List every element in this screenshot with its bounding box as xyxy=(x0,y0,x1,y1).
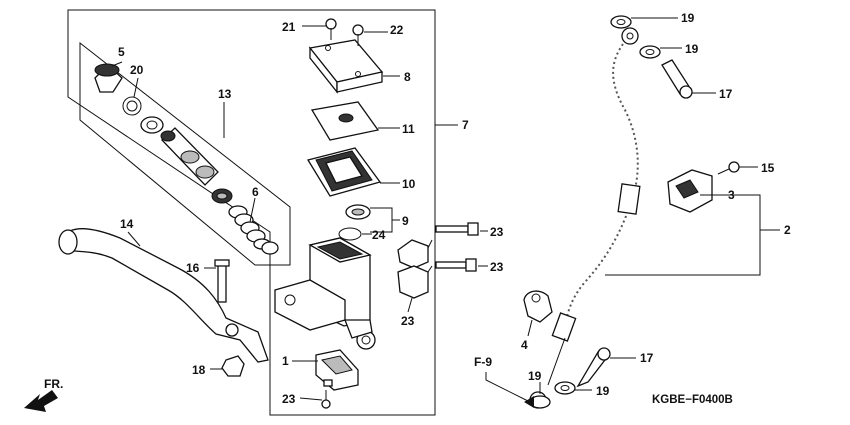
callout-22: 23 xyxy=(282,392,296,406)
washer-part-19-top xyxy=(610,15,632,29)
o-ring-part-24 xyxy=(338,227,362,241)
callout-20: 20 xyxy=(130,63,144,77)
callout-14: 14 xyxy=(120,217,134,231)
callout-19-upper: 19 xyxy=(685,42,699,56)
callout-12: 11 xyxy=(402,122,415,136)
callout-13: 13 xyxy=(218,87,232,101)
callout-15: 15 xyxy=(761,161,775,175)
callout-16: 16 xyxy=(186,261,200,275)
screw-part-21-left xyxy=(325,18,337,40)
callout-9: 23 xyxy=(401,314,415,328)
callout-10: 9 xyxy=(402,214,409,228)
callout-19-top: 19 xyxy=(681,11,695,25)
callout-23-upper: 23 xyxy=(490,225,504,239)
screw-part-22 xyxy=(321,390,331,409)
oil-bolt-part-17-upper xyxy=(661,59,693,99)
callout-17-lower: 17 xyxy=(640,351,654,365)
reference-arrow-line xyxy=(485,372,531,403)
front-arrow-icon xyxy=(24,390,58,412)
cup-part xyxy=(211,188,233,204)
front-direction-indicator: FR. xyxy=(24,377,63,412)
reference-label: F-9 xyxy=(474,355,492,369)
washer-part-19-lower-right xyxy=(554,381,576,395)
piston-kit-group-frame xyxy=(79,41,291,266)
brake-lever-part-14 xyxy=(58,228,269,363)
circlip-part-20 xyxy=(122,96,142,116)
brake-switch-part-1 xyxy=(315,349,359,391)
washer-part xyxy=(140,116,164,134)
callout-7: 7 xyxy=(462,118,469,132)
diaphragm-part-11 xyxy=(306,147,382,197)
brake-hose-part-2 xyxy=(529,27,642,409)
master-cylinder-group-frame xyxy=(67,9,436,416)
float-part-10 xyxy=(345,204,371,220)
nut-part-18 xyxy=(221,355,245,377)
callout-19-lower-left: 19 xyxy=(528,369,542,383)
callout-1: 1 xyxy=(282,354,289,368)
hose-clamp-part-3 xyxy=(667,169,713,213)
piston-part xyxy=(160,127,219,186)
callout-18: 18 xyxy=(192,363,206,377)
callout-11: 10 xyxy=(402,177,416,191)
callout-21-right: 22 xyxy=(390,23,404,37)
callout-6: 6 xyxy=(252,185,259,199)
leader-lines xyxy=(111,17,780,401)
oil-bolt-part-17-lower xyxy=(576,347,611,388)
callout-24: 24 xyxy=(372,228,386,242)
master-cylinder-body-part-7 xyxy=(274,237,376,350)
plate-part-12 xyxy=(310,101,380,141)
callout-5: 5 xyxy=(118,45,125,59)
pivot-bolt-part-16 xyxy=(214,259,230,303)
callout-4: 4 xyxy=(521,338,528,352)
callout-17-upper: 17 xyxy=(719,87,733,101)
boot-part-5 xyxy=(94,63,123,93)
washer-part-19-upper xyxy=(639,45,661,59)
spring-seat-part xyxy=(261,241,279,255)
diagram-code: KGBE−F0400B xyxy=(652,394,733,406)
callout-8: 8 xyxy=(404,70,411,84)
holder-part-9 xyxy=(397,239,429,299)
reservoir-cap-part-8 xyxy=(308,39,384,94)
bolt-part-23-lower xyxy=(435,258,477,272)
callout-23-lower: 23 xyxy=(490,260,504,274)
bolt-part-15 xyxy=(717,161,740,175)
callout-21-left: 21 xyxy=(282,20,296,34)
front-label: FR. xyxy=(44,377,63,391)
callout-19-lower-right: 19 xyxy=(596,384,610,398)
callout-3: 3 xyxy=(728,188,735,202)
screw-part-21-right xyxy=(352,24,364,46)
callout-2: 2 xyxy=(784,223,791,237)
bolt-part-23-upper xyxy=(435,222,479,236)
hose-guide-part-4 xyxy=(523,290,553,323)
